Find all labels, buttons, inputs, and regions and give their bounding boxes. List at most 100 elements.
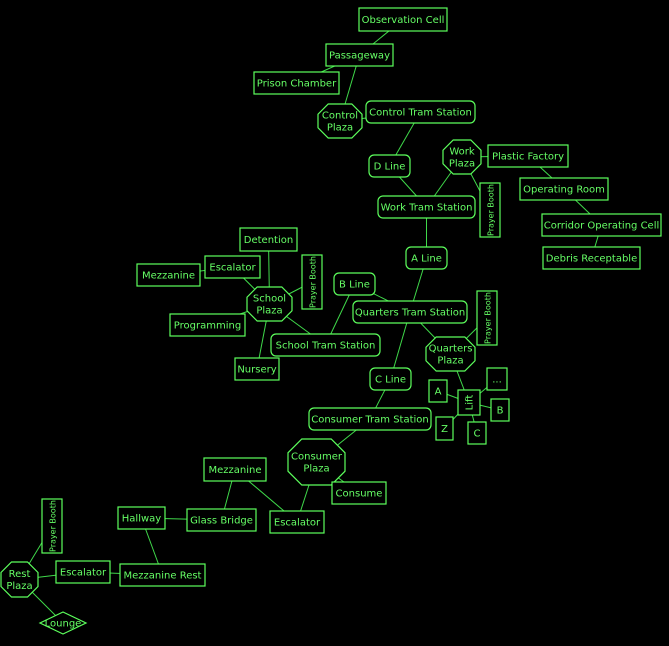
node-label: C Line (375, 375, 406, 386)
node-label: Detention (244, 235, 293, 246)
node-shape (333, 272, 376, 296)
node-plastic-factory[interactable]: Plastic Factory (487, 144, 569, 168)
node-b-line[interactable]: B Line (333, 272, 376, 296)
node-control-tram-station[interactable]: Control Tram Station (365, 100, 476, 124)
node-lift-z[interactable]: Z (435, 416, 454, 441)
node-mezzanine-rest[interactable]: Mezzanine Rest (119, 563, 206, 587)
node-shape (301, 254, 323, 310)
node-label: Nursery (237, 365, 276, 376)
node-shape (476, 290, 498, 346)
node-hallway[interactable]: Hallway (117, 506, 166, 530)
node-label: Observation Cell (362, 15, 445, 26)
node-label: Prison Chamber (257, 79, 337, 90)
node-label: Z (441, 424, 448, 435)
node-lift-more[interactable]: ... (486, 367, 508, 391)
node-observation-cell[interactable]: Observation Cell (358, 7, 448, 32)
node-label: Glass Bridge (190, 516, 253, 527)
node-shape (365, 100, 476, 124)
node-lounge[interactable]: Lounge (38, 611, 88, 635)
node-glass-bridge[interactable]: Glass Bridge (186, 508, 257, 532)
node-shape (425, 336, 476, 372)
node-shape (331, 481, 387, 505)
node-shape (352, 300, 468, 324)
node-prayer-booth-quarters[interactable]: Prayer Booth (476, 290, 498, 346)
node-shape (246, 286, 293, 322)
node-shape (467, 421, 487, 445)
node-shape (270, 333, 381, 357)
node-label: Escalator (209, 263, 256, 274)
node-a-line[interactable]: A Line (405, 246, 448, 270)
node-shape (369, 367, 412, 391)
node-shape (541, 213, 662, 237)
node-label: Mezzanine Rest (124, 571, 202, 582)
node-prayer-booth-work[interactable]: Prayer Booth (479, 182, 501, 238)
node-label: Work Tram Station (381, 203, 473, 214)
node-school-tram-station[interactable]: School Tram Station (270, 333, 381, 357)
node-shape (486, 367, 508, 391)
node-label: ... (492, 375, 502, 386)
node-shape (117, 506, 166, 530)
node-label: A Line (411, 254, 442, 265)
node-shape (136, 263, 201, 287)
node-label: Escalator (274, 518, 321, 529)
node-lift-a[interactable]: A (428, 379, 448, 403)
node-c-line[interactable]: C Line (369, 367, 412, 391)
node-label: Plastic Factory (492, 152, 564, 163)
node-label: Quarters Tram Station (355, 308, 465, 319)
node-lift-c[interactable]: C (467, 421, 487, 445)
node-shape (487, 144, 569, 168)
node-prison-chamber[interactable]: Prison Chamber (253, 71, 340, 95)
node-shape (186, 508, 257, 532)
node-label: School Tram Station (276, 341, 376, 352)
node-work-tram-station[interactable]: Work Tram Station (377, 195, 476, 219)
node-label: Consume (336, 489, 383, 500)
node-consumer-tram-station[interactable]: Consumer Tram Station (308, 407, 432, 431)
node-label: Corridor Operating Cell (544, 221, 660, 232)
node-label: A (435, 387, 442, 398)
node-shape (308, 407, 432, 431)
node-mezzanine-school[interactable]: Mezzanine (136, 263, 201, 287)
node-operating-room[interactable]: Operating Room (519, 177, 609, 201)
node-programming[interactable]: Programming (169, 313, 246, 337)
node-label: Consumer Tram Station (311, 415, 429, 426)
node-label: Escalator (60, 568, 107, 579)
node-lift[interactable]: Lift (457, 389, 481, 416)
node-escalator-consumer[interactable]: Escalator (269, 510, 325, 534)
node-escalator-school[interactable]: Escalator (204, 255, 261, 279)
node-shape (234, 357, 280, 381)
node-shape (55, 560, 111, 584)
node-shape (428, 379, 448, 403)
node-debris-receptable[interactable]: Debris Receptable (542, 246, 641, 270)
node-passageway[interactable]: Passageway (325, 43, 394, 67)
node-prayer-booth-rest[interactable]: Prayer Booth (41, 498, 63, 554)
node-quarters-tram-station[interactable]: Quarters Tram Station (352, 300, 468, 324)
node-corridor-operating-cell[interactable]: Corridor Operating Cell (541, 213, 662, 237)
node-d-line[interactable]: D Line (368, 154, 411, 178)
node-detention[interactable]: Detention (239, 227, 298, 252)
node-label: D Line (374, 162, 406, 173)
node-label: Prayer Booth (484, 292, 493, 344)
node-shape (405, 246, 448, 270)
node-shape (169, 313, 246, 337)
node-lift-b[interactable]: B (490, 398, 510, 422)
node-prayer-booth-school[interactable]: Prayer Booth (301, 254, 323, 310)
node-consume[interactable]: Consume (331, 481, 387, 505)
node-escalator-rest[interactable]: Escalator (55, 560, 111, 584)
node-shape (41, 498, 63, 554)
node-shape (269, 510, 325, 534)
node-shape (119, 563, 206, 587)
node-label: C (474, 429, 481, 440)
node-shape (38, 611, 88, 635)
node-nursery[interactable]: Nursery (234, 357, 280, 381)
node-mezzanine-consumer[interactable]: Mezzanine (203, 457, 267, 482)
